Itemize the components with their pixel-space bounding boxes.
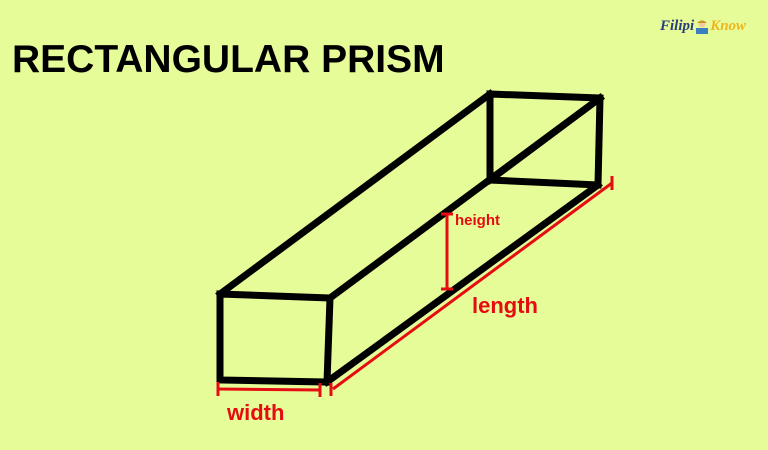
- edge-top-left: [215, 89, 495, 299]
- width-label: width: [227, 400, 285, 425]
- boy-reading-book-icon: [694, 20, 710, 34]
- length-label: length: [472, 293, 538, 318]
- edge-bottom-right: [322, 180, 603, 387]
- prism-edges: [215, 89, 605, 387]
- logo-text-part1: Filipi: [660, 18, 695, 34]
- length-line: [332, 181, 613, 391]
- front-face: [216, 290, 334, 386]
- back-diagonal: [485, 93, 605, 185]
- width-line: [217, 387, 321, 392]
- page-title: RECTANGULAR PRISM: [12, 38, 445, 81]
- height-label: height: [455, 212, 500, 229]
- brand-logo: Filipi Know: [660, 18, 746, 35]
- dimension-lines: [216, 176, 614, 397]
- logo-text-part2: Know: [710, 18, 747, 34]
